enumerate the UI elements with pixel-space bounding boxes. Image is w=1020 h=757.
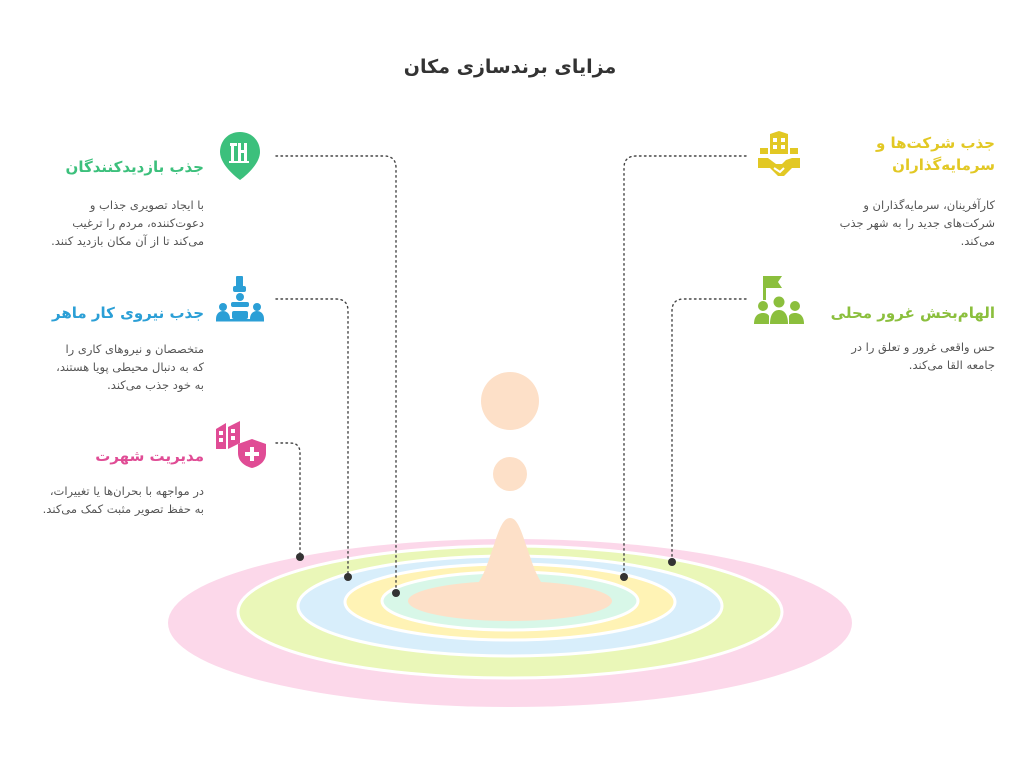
diagram-title: مزایای برندسازی مکان <box>403 56 617 78</box>
droplet-large <box>481 372 539 430</box>
droplet-small <box>493 457 527 491</box>
desc-visitors-line-2: دعوت‌کننده، مردم را ترغیب <box>72 216 204 230</box>
connector-talent <box>275 298 349 577</box>
connector-investors <box>623 155 747 577</box>
connector-dot-talent <box>344 573 352 581</box>
desc-pride-line-2: جامعه القا می‌کند. <box>908 358 995 372</box>
desc-investors-line-1: کارآفرینان، سرمایه‌گذاران و <box>863 198 995 212</box>
workforce-icon <box>216 276 264 322</box>
reputation-shield-icon <box>216 421 266 468</box>
desc-visitors-line-1: با ایجاد تصویری جذاب و <box>89 198 204 212</box>
desc-visitors-line-3: می‌کند تا از آن مکان بازدید کنند. <box>51 234 204 248</box>
connector-visitors <box>275 155 397 593</box>
heading-reputation: مدیریت شهرت <box>95 447 204 465</box>
connector-dot-reputation <box>296 553 304 561</box>
business-handshake-icon <box>758 131 800 176</box>
desc-talent-line-1: متخصصان و نیروهای کاری را <box>65 342 204 356</box>
heading-talent: جذب نیروی کار ماهر <box>51 304 204 322</box>
desc-reputation-line-1: در مواجهه با بحران‌ها یا تغییرات، <box>49 484 204 498</box>
desc-reputation-line-2: به حفظ تصویر مثبت کمک می‌کند. <box>42 502 204 516</box>
desc-talent: متخصصان و نیروهای کاری را که به دنبال مح… <box>20 340 204 394</box>
connector-dot-pride <box>668 558 676 566</box>
desc-investors: کارآفرینان، سرمایه‌گذاران و شرکت‌های جدی… <box>815 196 995 250</box>
desc-investors-line-3: می‌کند. <box>960 234 995 248</box>
desc-talent-line-2: که به دنبال محیطی پویا هستند، <box>56 360 204 374</box>
desc-talent-line-3: به خود جذب می‌کند. <box>107 378 204 392</box>
heading-investors: جذب شرکت‌ها و سرمایه‌گذاران <box>815 132 995 176</box>
heading-investors-line-1: جذب شرکت‌ها و <box>875 134 995 152</box>
desc-pride-line-1: حس واقعی غرور و تعلق را در <box>851 340 995 354</box>
heading-pride: الهام‌بخش غرور محلی <box>830 304 995 322</box>
connector-dot-investors <box>620 573 628 581</box>
desc-pride: حس واقعی غرور و تعلق را در جامعه القا می… <box>815 338 995 374</box>
splash-column <box>448 518 572 606</box>
community-flag-icon <box>754 276 804 324</box>
connector-dot-visitors <box>392 589 400 597</box>
location-pin-icon <box>220 132 260 180</box>
heading-investors-line-2: سرمایه‌گذاران <box>892 156 995 174</box>
desc-visitors: با ایجاد تصویری جذاب و دعوت‌کننده، مردم … <box>20 196 204 250</box>
heading-visitors: جذب بازدیدکنندگان <box>65 158 204 176</box>
desc-investors-line-2: شرکت‌های جدید را به شهر جذب <box>839 216 995 230</box>
desc-reputation: در مواجهه با بحران‌ها یا تغییرات، به حفظ… <box>20 482 204 518</box>
connector-reputation <box>275 442 301 558</box>
connector-pride <box>671 298 747 562</box>
